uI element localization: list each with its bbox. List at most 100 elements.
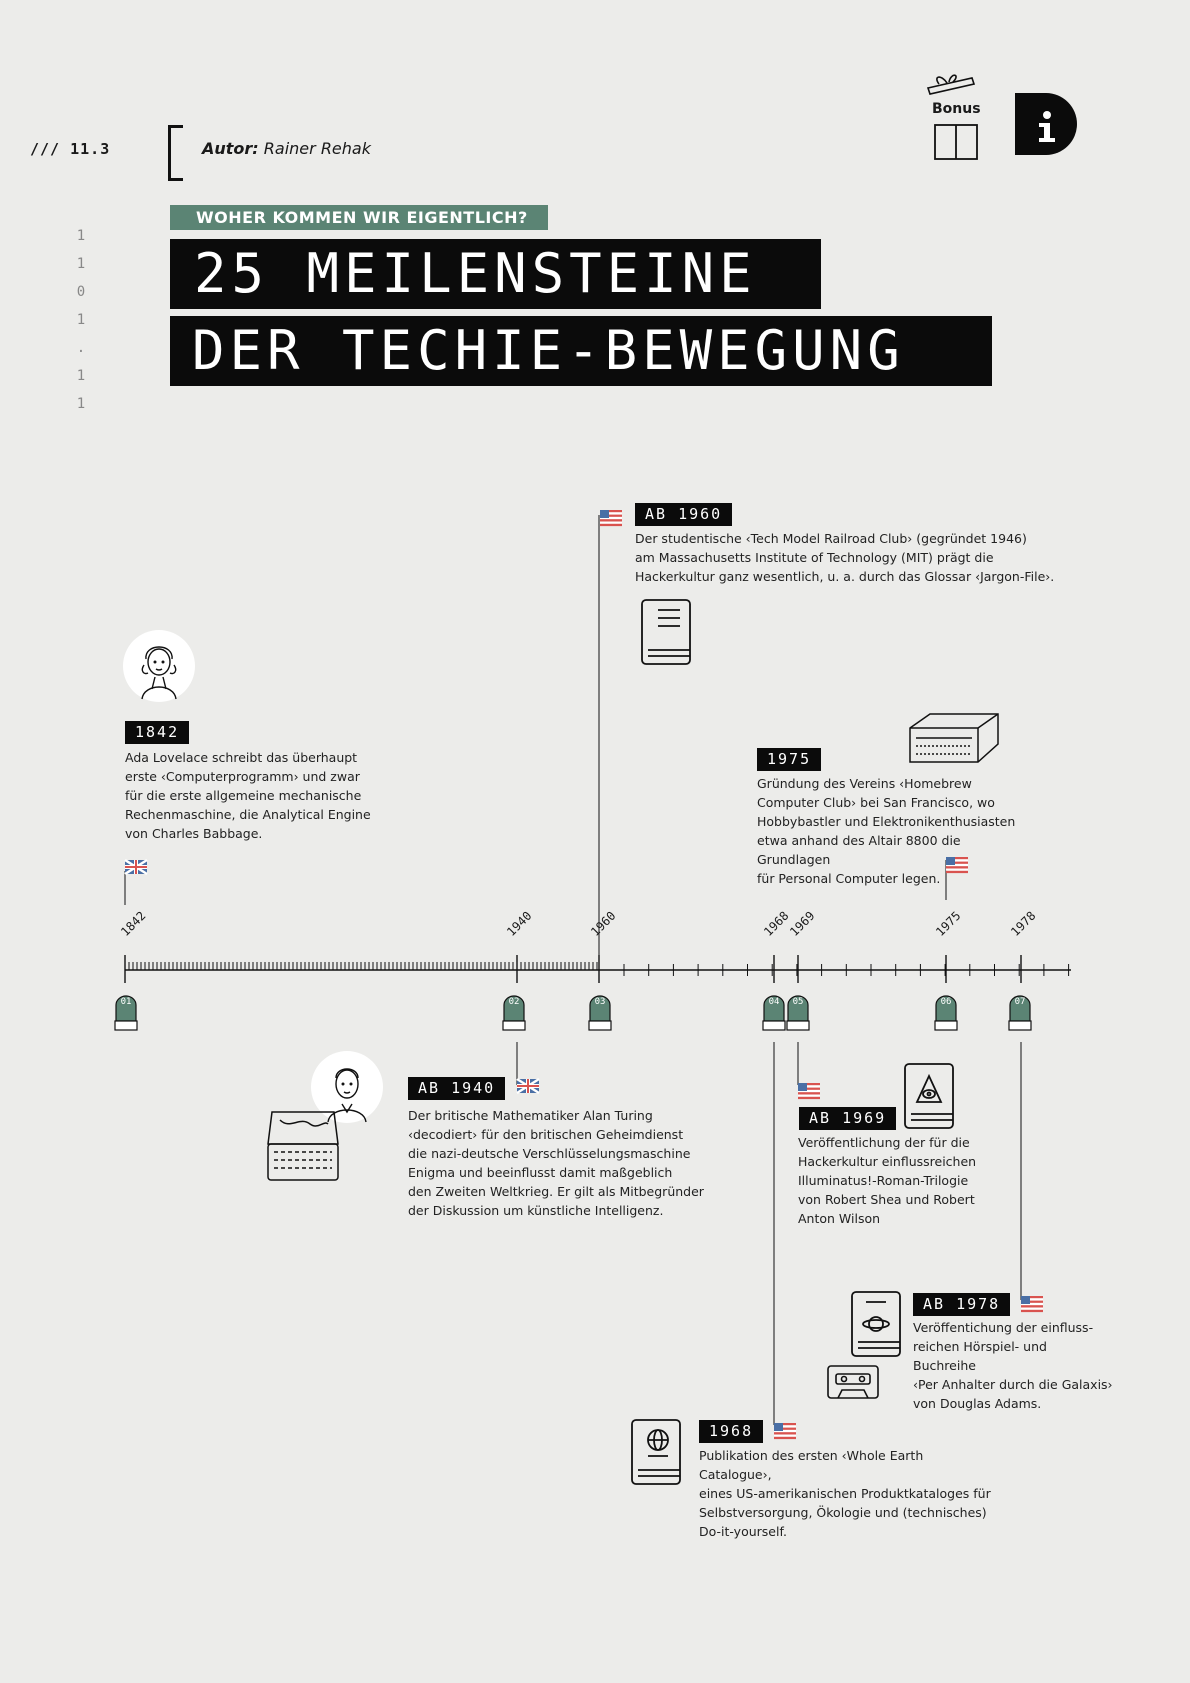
text-line: für Personal Computer legen. <box>757 871 941 886</box>
text-line: der Diskussion um künstliche Intelligenz… <box>408 1203 664 1218</box>
marker-number: 07 <box>1014 997 1026 1007</box>
axis-year-label: 1940 <box>504 908 535 939</box>
event-text-1842: Ada Lovelace schreibt das überhaupt erst… <box>125 748 385 843</box>
text-line: von Douglas Adams. <box>913 1396 1042 1411</box>
event-text-1969: Veröffentlichung der für die Hackerkultu… <box>798 1133 998 1228</box>
event-text-1940: Der britische Mathematiker Alan Turing ‹… <box>408 1106 708 1220</box>
axis-year-label: 1978 <box>1008 908 1039 939</box>
text-line: Gründung des Vereins ‹Homebrew <box>757 776 972 791</box>
author-line: Autor: Rainer Rehak <box>202 139 371 158</box>
text-line: am Massachusetts Institute of Technology… <box>635 550 994 565</box>
kicker-banner: WOHER KOMMEN WIR EIGENTLICH? <box>170 205 548 230</box>
marker-number: 01 <box>120 997 132 1007</box>
text-line: die nazi-deutsche Verschlüsselungsmaschi… <box>408 1146 691 1161</box>
text-line: ‹decodiert› für den britischen Geheimdie… <box>408 1127 684 1142</box>
timeline-marker-base <box>588 1020 612 1031</box>
alan-turing-portrait-icon <box>311 1051 383 1123</box>
binary-digit: 1 <box>76 228 86 244</box>
text-line: von Robert Shea und Robert <box>798 1192 975 1207</box>
book-icon <box>641 599 691 665</box>
text-line: von Charles Babbage. <box>125 826 263 841</box>
altair-computer-icon <box>909 713 999 763</box>
axis-year-label: 1968 <box>761 908 792 939</box>
timeline-marker-base <box>762 1020 786 1031</box>
uk-flag-icon <box>516 1077 540 1095</box>
text-line: den Zweiten Weltkrieg. Er gilt als Mitbe… <box>408 1184 704 1199</box>
text-line: Hobbybastler und Elektronikenthusiasten <box>757 814 1016 829</box>
page-title-line2: DER TECHIE-BEWEGUNG <box>170 316 992 386</box>
whole-earth-catalogue-icon <box>631 1419 681 1485</box>
event-tag-1940: AB 1940 <box>408 1077 506 1100</box>
marker-number: 03 <box>594 997 606 1007</box>
text-line: etwa anhand des Altair 8800 die Grundlag… <box>757 833 961 867</box>
event-tag-1968: 1968 <box>699 1420 764 1443</box>
text-line: Hackerkultur ganz wesentlich, u. a. durc… <box>635 569 1055 584</box>
axis-year-label: 1842 <box>118 908 149 939</box>
text-line: Computer Club› bei San Francisco, wo <box>757 795 995 810</box>
enigma-machine-icon <box>267 1111 339 1181</box>
text-line: Der britische Mathematiker Alan Turing <box>408 1108 653 1123</box>
text-line: Publikation des ersten ‹Whole Earth Cata… <box>699 1448 924 1482</box>
us-flag-icon <box>774 1423 796 1440</box>
binary-digit: . <box>76 340 86 356</box>
author-bracket <box>168 125 183 181</box>
marker-number: 06 <box>940 997 952 1007</box>
event-tag-1842: 1842 <box>125 721 190 744</box>
marker-number: 05 <box>792 997 804 1007</box>
text-line: Hackerkultur einflussreichen <box>798 1154 977 1169</box>
event-text-1978: Veröffentichung der einfluss- reichen Hö… <box>913 1318 1113 1413</box>
author-name: Rainer Rehak <box>263 139 371 158</box>
event-text-1975: Gründung des Vereins ‹Homebrew Computer … <box>757 774 1037 888</box>
axis-year-label: 1975 <box>933 908 964 939</box>
text-line: erste ‹Computerprogramm› und zwar <box>125 769 360 784</box>
text-line: Do-it-yourself. <box>699 1524 787 1539</box>
event-text-1968: Publikation des ersten ‹Whole Earth Cata… <box>699 1446 999 1541</box>
text-line: für die erste allgemeine mechanische <box>125 788 362 803</box>
illuminatus-book-icon <box>904 1063 954 1129</box>
text-line: Illuminatus!-Roman-Trilogie <box>798 1173 969 1188</box>
marker-number: 02 <box>508 997 520 1007</box>
text-line: eines US-amerikanischen Produktkataloges… <box>699 1486 991 1501</box>
text-line: Rechenmaschine, die Analytical Engine <box>125 807 371 822</box>
binary-digit: 0 <box>76 284 86 300</box>
event-tag-1969: AB 1969 <box>799 1107 897 1130</box>
binary-digit: 1 <box>76 256 86 272</box>
timeline-marker-base <box>1008 1020 1032 1031</box>
galaxy-book-icon <box>851 1291 901 1357</box>
event-tag-1960: AB 1960 <box>635 503 733 526</box>
axis-year-label: 1960 <box>588 908 619 939</box>
timeline-marker-base <box>114 1020 138 1031</box>
text-line: Ada Lovelace schreibt das überhaupt <box>125 750 358 765</box>
bonus-label: Bonus <box>932 101 981 117</box>
page-title-line1: 25 MEILENSTEINE <box>170 239 821 309</box>
axis-year-label: 1969 <box>787 908 818 939</box>
section-number: /// 11.3 <box>30 140 111 158</box>
binary-column: 1 1 0 1 . 1 1 <box>70 222 92 418</box>
text-line: ‹Per Anhalter durch die Galaxis› <box>913 1377 1113 1392</box>
gift-icon <box>926 74 976 95</box>
text-line: Veröffentlichung der für die <box>798 1135 970 1150</box>
marker-number: 04 <box>768 997 780 1007</box>
us-flag-icon <box>600 510 622 527</box>
uk-flag-icon <box>124 858 148 876</box>
us-flag-icon <box>798 1083 820 1100</box>
timeline-marker-base <box>502 1020 526 1031</box>
text-line: reichen Hörspiel- und Buchreihe <box>913 1339 1047 1373</box>
open-book-icon[interactable] <box>934 124 978 160</box>
text-line: Anton Wilson <box>798 1211 881 1226</box>
info-icon[interactable] <box>1015 93 1077 155</box>
timeline-marker-base <box>786 1020 810 1031</box>
timeline-marker-base <box>934 1020 958 1031</box>
cassette-icon <box>827 1365 879 1399</box>
text-line: Der studentische ‹Tech Model Railroad Cl… <box>635 531 1027 546</box>
text-line: Veröffentichung der einfluss- <box>913 1320 1094 1335</box>
binary-digit: 1 <box>76 368 86 384</box>
binary-digit: 1 <box>76 312 86 328</box>
event-tag-1978: AB 1978 <box>913 1293 1011 1316</box>
author-label: Autor: <box>202 139 259 158</box>
binary-digit: 1 <box>76 396 86 412</box>
text-line: Enigma und beeinflusst damit maßgeblich <box>408 1165 673 1180</box>
us-flag-icon <box>1021 1296 1043 1313</box>
ada-lovelace-portrait-icon <box>123 630 195 702</box>
event-tag-1975: 1975 <box>757 748 822 771</box>
